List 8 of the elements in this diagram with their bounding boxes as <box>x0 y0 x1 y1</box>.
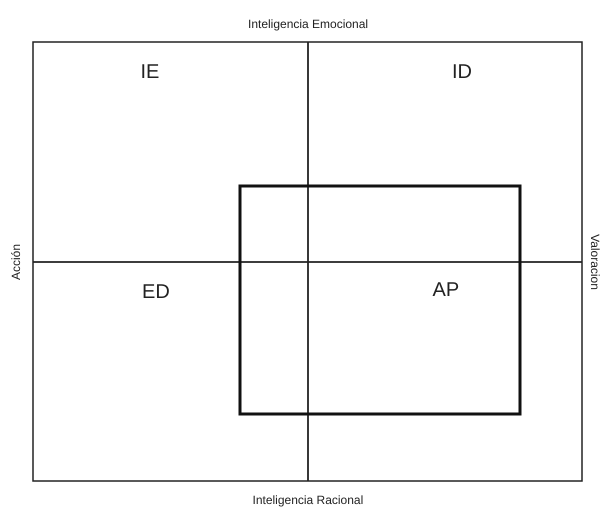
quadrant-label: IE <box>140 62 160 82</box>
quadrant-label: ED <box>142 282 170 302</box>
axis-title: Valoracion <box>588 234 601 290</box>
axis-title: Inteligencia Emocional <box>248 18 368 30</box>
quadrant-label: AP <box>432 280 460 300</box>
axis-title: Inteligencia Racional <box>252 494 364 506</box>
quadrant-label: ID <box>452 62 472 82</box>
axis-title: Acción <box>10 244 22 280</box>
